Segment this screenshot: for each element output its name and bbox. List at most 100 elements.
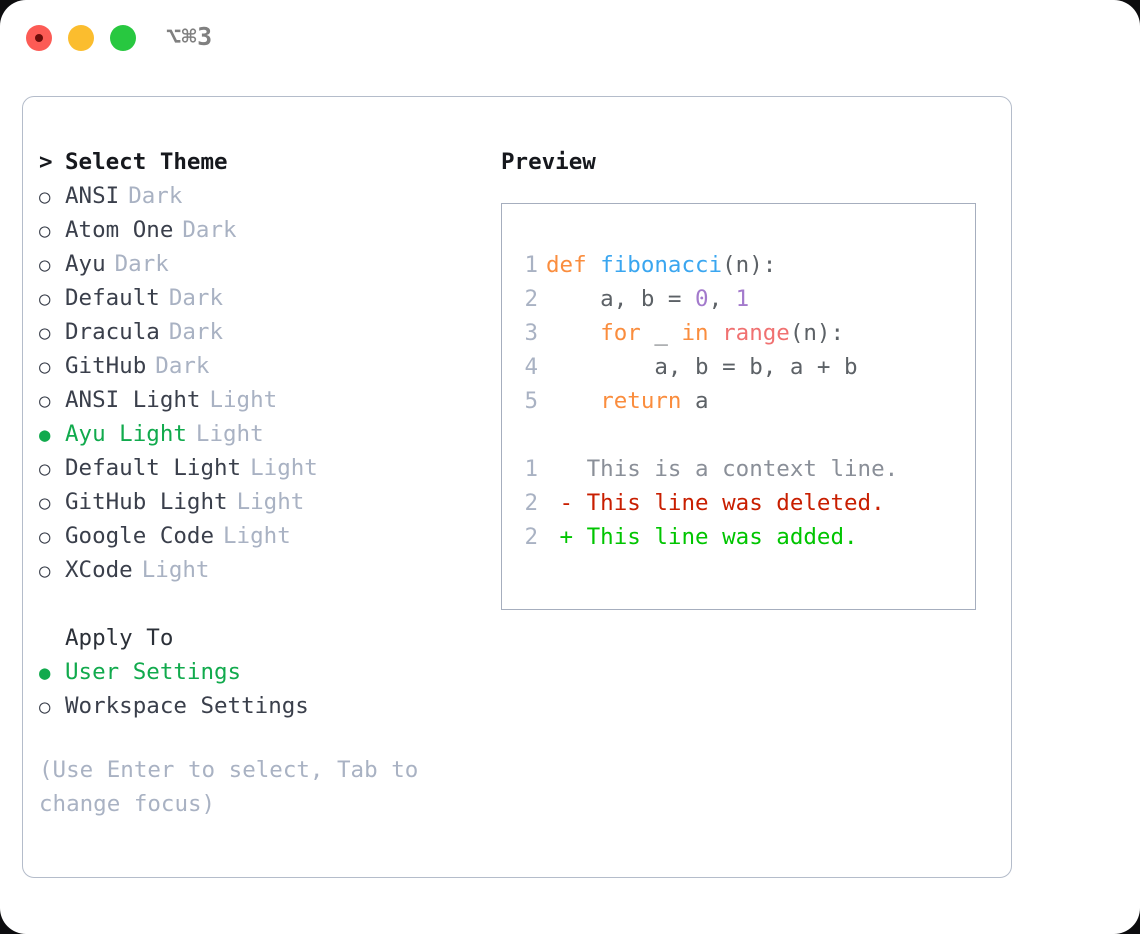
code-token: a, b = b, a + b xyxy=(546,354,858,380)
apply-to-option-name: Workspace Settings xyxy=(65,693,309,719)
code-diff-separator xyxy=(516,418,975,452)
theme-option-row[interactable]: ○ Ayu Dark xyxy=(39,247,479,281)
maximize-window-icon[interactable] xyxy=(110,25,136,51)
theme-option-row[interactable]: ○ Atom One Dark xyxy=(39,213,479,247)
code-token xyxy=(709,320,723,346)
line-number: 3 xyxy=(524,320,538,346)
radio-unselected-icon: ○ xyxy=(39,390,51,412)
theme-option-variant: Dark xyxy=(168,319,224,345)
theme-option-variant: Dark xyxy=(128,183,183,209)
theme-option-variant: Light xyxy=(195,421,264,447)
theme-option-name: GitHub Light xyxy=(65,489,228,515)
diff-line: 2 + This line was added. xyxy=(516,520,975,554)
diff-line-text: - This line was deleted. xyxy=(546,490,885,516)
code-token: return xyxy=(600,388,682,414)
diff-line: 2 - This line was deleted. xyxy=(516,486,975,520)
radio-unselected-icon: ○ xyxy=(39,458,51,480)
apply-to-option-list: ●User Settings ○ Workspace Settings xyxy=(39,655,479,723)
theme-option-name: Default Light xyxy=(65,455,242,481)
theme-option-name: ANSI Light xyxy=(65,387,201,413)
code-line: 2 a, b = 0, 1 xyxy=(516,282,975,316)
radio-unselected-icon: ○ xyxy=(39,186,51,208)
apply-to-heading: Apply To xyxy=(39,621,479,655)
diff-line: 1 This is a context line. xyxy=(516,452,975,486)
theme-option-variant: Light xyxy=(141,557,210,583)
theme-option-name: Ayu xyxy=(65,251,106,277)
window-title-shortcut: ⌥⌘3 xyxy=(166,22,213,51)
theme-option-variant: Light xyxy=(250,455,318,481)
code-token: (n): xyxy=(789,320,845,346)
radio-unselected-icon: ○ xyxy=(39,254,51,276)
radio-unselected-icon: ○ xyxy=(39,696,51,718)
radio-selected-icon: ● xyxy=(39,662,51,684)
theme-option-variant: Dark xyxy=(114,251,169,277)
theme-option-name: XCode xyxy=(65,557,133,583)
code-token: in xyxy=(681,320,709,346)
theme-option-variant: Light xyxy=(209,387,278,413)
apply-to-label: Apply To xyxy=(65,625,174,651)
diff-line-text: This is a context line. xyxy=(546,456,899,482)
theme-option-variant: Dark xyxy=(182,217,237,243)
radio-selected-icon: ● xyxy=(39,424,51,446)
theme-option-row[interactable]: ○ ANSI Light Light xyxy=(39,383,479,417)
traffic-light-controls xyxy=(26,25,136,51)
code-token: def xyxy=(546,252,601,278)
line-number: 1 xyxy=(524,252,538,278)
minimize-window-icon[interactable] xyxy=(68,25,94,51)
select-theme-heading: > Select Theme xyxy=(39,145,479,179)
code-token: 1 xyxy=(735,286,750,312)
diff-sample: 1 This is a context line.2 - This line w… xyxy=(516,452,975,554)
line-number: 2 xyxy=(524,524,538,550)
keyboard-hint-text: (Use Enter to select, Tab to change focu… xyxy=(39,757,419,817)
code-line: 5 return a xyxy=(516,384,975,418)
preview-title: Preview xyxy=(501,149,596,175)
code-token: a, b = xyxy=(546,286,696,312)
line-number: 2 xyxy=(524,490,538,516)
code-token: 0 xyxy=(695,286,709,312)
close-window-icon[interactable] xyxy=(26,25,52,51)
code-token: for xyxy=(600,320,641,346)
theme-option-variant: Dark xyxy=(155,353,210,379)
list-spacer xyxy=(39,587,479,621)
theme-option-variant: Dark xyxy=(168,285,224,311)
theme-option-variant: Light xyxy=(223,523,291,549)
code-token: (n): xyxy=(722,252,777,278)
radio-unselected-icon: ○ xyxy=(39,560,51,582)
code-token xyxy=(546,320,600,346)
theme-option-name: Default xyxy=(65,285,160,311)
code-token xyxy=(546,388,600,414)
theme-option-name: Ayu Light xyxy=(65,421,187,447)
apply-to-option-row[interactable]: ●User Settings xyxy=(39,655,479,689)
code-line: 3 for _ in range(n): xyxy=(516,316,975,350)
code-token: _ xyxy=(640,320,682,346)
theme-option-name: Dracula xyxy=(65,319,160,345)
radio-unselected-icon: ○ xyxy=(39,322,51,344)
line-number: 4 xyxy=(524,354,538,380)
theme-option-row[interactable]: ○ Default Light Light xyxy=(39,451,479,485)
theme-option-row[interactable]: ○ Dracula Dark xyxy=(39,315,479,349)
title-bar: ⌥⌘3 xyxy=(0,0,1140,78)
line-number: 1 xyxy=(524,456,538,482)
radio-unselected-icon: ○ xyxy=(39,220,51,242)
line-number: 2 xyxy=(524,286,538,312)
theme-option-row[interactable]: ○ XCode Light xyxy=(39,553,479,587)
theme-option-row[interactable]: ● Ayu Light Light xyxy=(39,417,479,451)
radio-unselected-icon: ○ xyxy=(39,492,51,514)
select-theme-label: Select Theme xyxy=(65,149,228,175)
caret-icon: > xyxy=(39,149,53,175)
apply-to-option-row[interactable]: ○ Workspace Settings xyxy=(39,689,479,723)
code-token: , xyxy=(708,286,736,312)
diff-line-text: + This line was added. xyxy=(546,524,858,550)
theme-option-name: Atom One xyxy=(65,217,174,243)
